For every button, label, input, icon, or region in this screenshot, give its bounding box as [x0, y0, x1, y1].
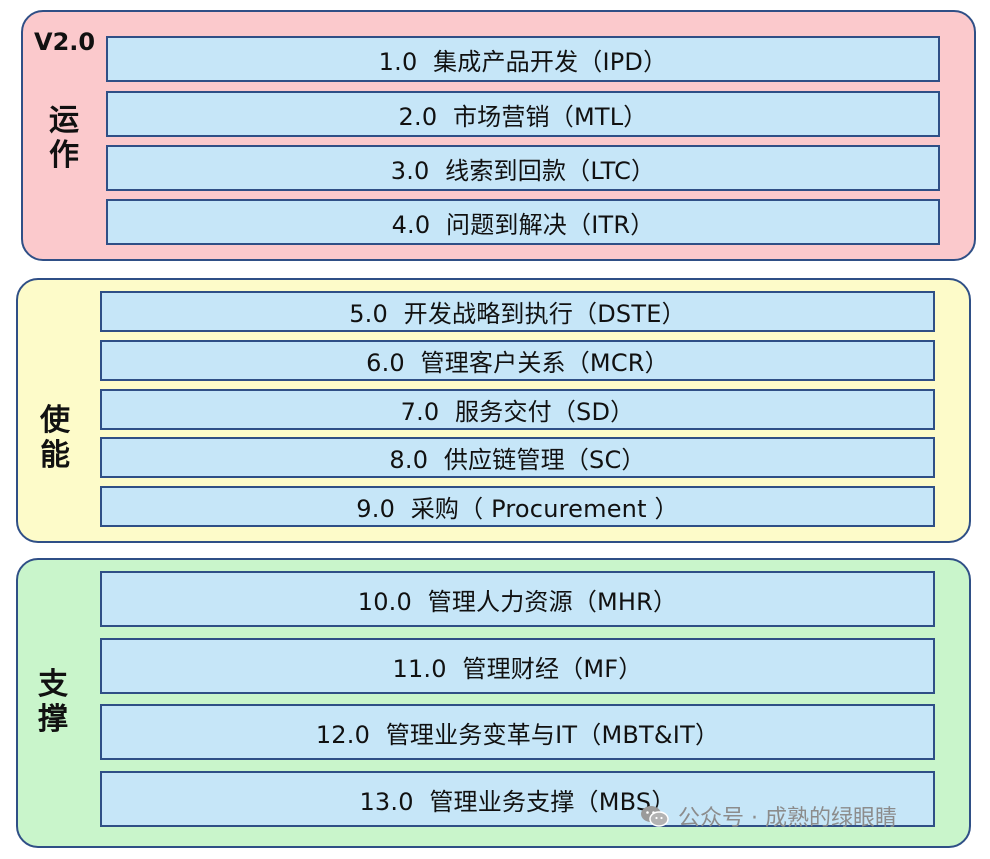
- process-box-itr: 4.0 问题到解决（ITR）: [106, 199, 940, 245]
- operations-group-label: 运 作: [49, 103, 79, 173]
- wechat-icon: [640, 804, 670, 828]
- version-label: V2.0: [34, 28, 96, 56]
- process-box-mf: 11.0 管理财经（MF）: [100, 638, 935, 694]
- process-box-sc: 8.0 供应链管理（SC）: [100, 437, 935, 478]
- process-box-sd: 7.0 服务交付（SD）: [100, 389, 935, 430]
- process-box-mbs: 13.0 管理业务支撑（MBS）: [100, 771, 935, 827]
- process-box-mtl: 2.0 市场营销（MTL）: [106, 91, 940, 137]
- process-box-procurement: 9.0 采购（ Procurement ）: [100, 486, 935, 527]
- process-box-ipd: 1.0 集成产品开发（IPD）: [106, 36, 940, 82]
- support-group-label: 支 撑: [38, 667, 68, 737]
- watermark: 公众号 · 成熟的绿眼睛: [640, 800, 897, 832]
- process-box-ltc: 3.0 线索到回款（LTC）: [106, 145, 940, 191]
- process-box-mbtit: 12.0 管理业务变革与IT（MBT&IT）: [100, 704, 935, 760]
- process-box-mhr: 10.0 管理人力资源（MHR）: [100, 571, 935, 627]
- process-box-dste: 5.0 开发战略到执行（DSTE）: [100, 291, 935, 332]
- enabling-group-label: 使 能: [40, 403, 70, 473]
- process-box-mcr: 6.0 管理客户关系（MCR）: [100, 340, 935, 381]
- watermark-text: 公众号 · 成熟的绿眼睛: [678, 806, 897, 831]
